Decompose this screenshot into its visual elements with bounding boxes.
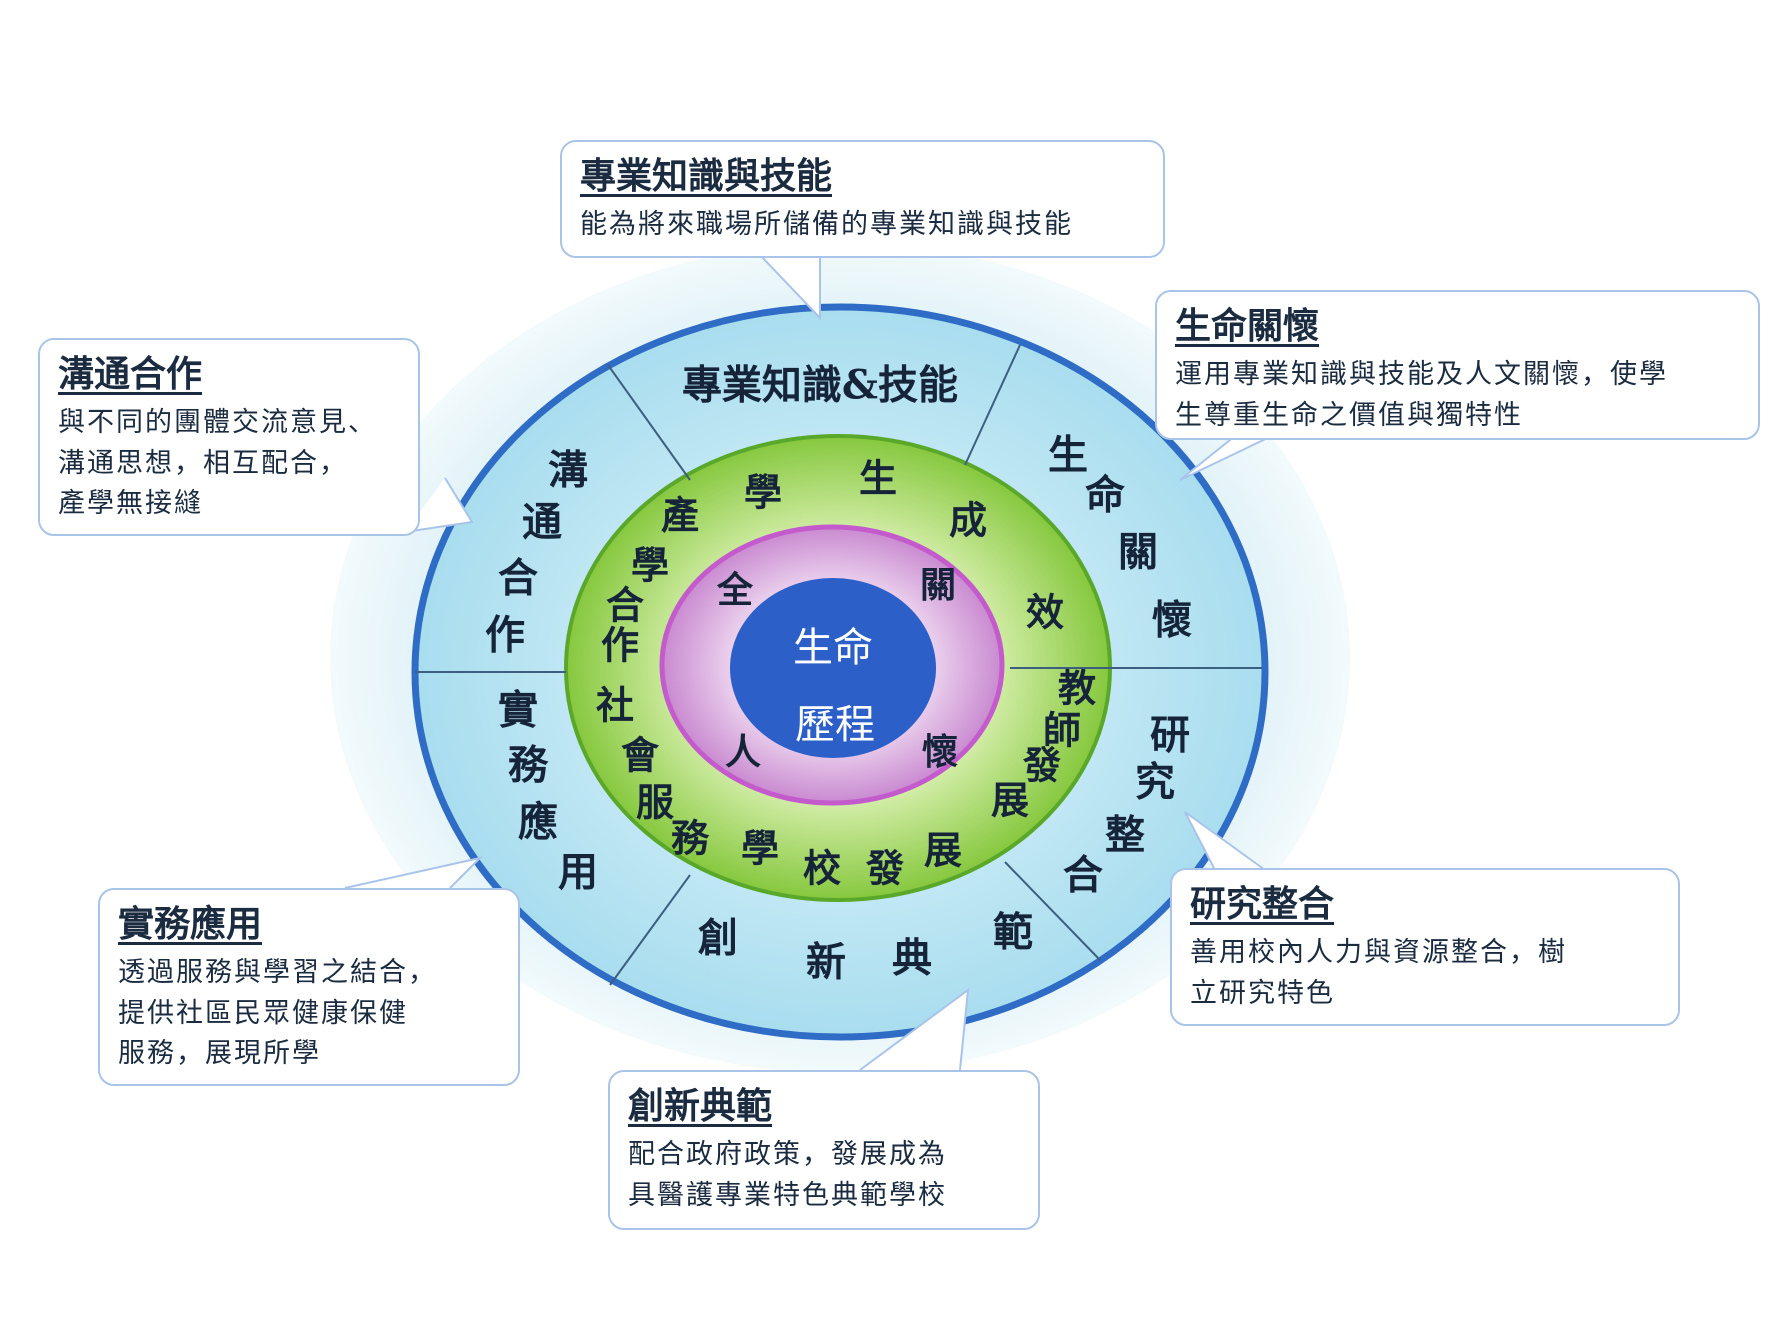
callout-pointers — [344, 254, 1281, 1071]
callout-line: 服務，展現所學 — [118, 1038, 321, 1070]
svg-text:通: 通 — [522, 499, 562, 546]
svg-text:發: 發 — [1022, 743, 1061, 788]
callout-title: 生命關懷 — [1175, 305, 1320, 347]
center-circle — [730, 578, 936, 758]
callout-communication: 溝通合作 與不同的團體交流意見、 溝通思想，相互配合， 產學無接縫 — [38, 338, 420, 536]
callout-line: 具醫護專業特色典範學校 — [628, 1179, 947, 1211]
outer-label-practice: 實 務 應 用 — [498, 687, 598, 896]
middle-ring-top-label: 學 生 成 效 — [744, 456, 1064, 635]
inner-char-huai: 懷 — [922, 731, 958, 773]
outer-label-professional: 專業知識&技能 — [682, 362, 958, 409]
svg-text:典: 典 — [892, 935, 932, 982]
callout-line: 溝通思想，相互配合， — [58, 447, 348, 479]
svg-text:合: 合 — [498, 555, 538, 602]
center-label-line1: 生命 — [793, 625, 873, 671]
svg-text:研: 研 — [1150, 712, 1190, 759]
svg-text:合: 合 — [606, 583, 644, 628]
svg-text:關: 關 — [1118, 529, 1158, 576]
outer-label-life-care: 生 命 關 懷 — [1048, 432, 1192, 644]
callout-research: 研究整合 善用校內人力與資源整合，樹 立研究特色 — [1170, 868, 1680, 1026]
callout-line: 生尊重生命之價值與獨特性 — [1175, 399, 1523, 431]
svg-text:用: 用 — [558, 849, 598, 896]
center-label-line2: 歷程 — [795, 702, 875, 748]
svg-text:務: 務 — [671, 816, 710, 861]
middle-ring-right-label: 教 師 發 展 — [991, 666, 1096, 823]
svg-text:發: 發 — [865, 846, 904, 891]
svg-text:學: 學 — [631, 543, 669, 588]
svg-text:溝: 溝 — [548, 447, 588, 494]
callout-line: 能為將來職場所儲備的專業知識與技能 — [580, 209, 1073, 241]
svg-text:作: 作 — [485, 612, 525, 659]
callout-title: 創新典範 — [628, 1085, 773, 1127]
svg-text:產: 產 — [661, 493, 699, 538]
svg-text:創: 創 — [698, 915, 738, 962]
svg-text:學: 學 — [744, 470, 782, 515]
callout-innovation: 創新典範 配合政府政策，發展成為 具醫護專業特色典範學校 — [608, 1070, 1040, 1230]
svg-text:教: 教 — [1058, 666, 1096, 711]
callout-title: 實務應用 — [118, 903, 263, 945]
svg-text:生: 生 — [1048, 432, 1088, 479]
callout-line: 配合政府政策，發展成為 — [628, 1139, 947, 1171]
svg-text:合: 合 — [1063, 852, 1103, 899]
svg-text:社: 社 — [596, 683, 634, 728]
callout-practice: 實務應用 透過服務與學習之結合， 提供社區民眾健康保健 服務，展現所學 — [98, 888, 520, 1086]
outer-label-communication: 溝 通 合 作 — [485, 447, 588, 659]
svg-text:展: 展 — [991, 778, 1029, 823]
svg-text:整: 整 — [1105, 812, 1145, 859]
svg-text:生: 生 — [859, 456, 897, 501]
svg-text:務: 務 — [508, 742, 549, 789]
outer-label-research: 研 究 整 合 — [1063, 712, 1190, 899]
callout-title: 溝通合作 — [58, 353, 203, 395]
callout-line: 與不同的團體交流意見、 — [58, 407, 377, 439]
svg-text:新: 新 — [806, 939, 846, 986]
inner-char-ren: 人 — [725, 731, 761, 773]
svg-text:效: 效 — [1026, 590, 1064, 635]
svg-text:作: 作 — [601, 623, 639, 668]
svg-text:師: 師 — [1043, 708, 1081, 753]
callout-title: 研究整合 — [1190, 883, 1335, 925]
svg-text:服: 服 — [636, 780, 674, 825]
callout-line: 運用專業知識與技能及人文關懷，使學 — [1175, 359, 1668, 391]
callout-line: 透過服務與學習之結合， — [118, 957, 437, 989]
svg-text:學: 學 — [741, 826, 779, 871]
callout-title: 專業知識與技能 — [580, 155, 833, 197]
outer-label-innovation: 創 新 典 範 — [698, 909, 1033, 986]
svg-text:校: 校 — [803, 846, 841, 891]
callout-line: 立研究特色 — [1190, 977, 1335, 1009]
svg-text:範: 範 — [993, 909, 1033, 956]
svg-text:展: 展 — [924, 828, 962, 873]
callout-line: 善用校內人力與資源整合，樹 — [1190, 937, 1567, 969]
svg-text:懷: 懷 — [1152, 597, 1192, 644]
callout-line: 產學無接縫 — [58, 488, 203, 520]
svg-text:成: 成 — [949, 498, 987, 543]
middle-ring-left-upper-label: 產 學 合 作 — [601, 493, 699, 668]
middle-ring-left-lower-label: 社 會 服 務 — [596, 683, 710, 861]
inner-char-guan: 關 — [920, 564, 956, 606]
inner-char-quan: 全 — [716, 569, 754, 611]
svg-text:實: 實 — [498, 687, 538, 734]
svg-text:究: 究 — [1135, 759, 1175, 806]
svg-text:應: 應 — [518, 799, 558, 846]
svg-text:命: 命 — [1085, 472, 1125, 519]
segment-dividers — [415, 344, 1262, 986]
callout-life-care: 生命關懷 運用專業知識與技能及人文關懷，使學 生尊重生命之價值與獨特性 — [1155, 290, 1760, 440]
callout-professional: 專業知識與技能 能為將來職場所儲備的專業知識與技能 — [560, 140, 1165, 258]
callout-line: 提供社區民眾健康保健 — [118, 997, 408, 1029]
middle-ring-bottom-label: 學 校 發 展 — [741, 826, 962, 891]
svg-text:會: 會 — [621, 733, 660, 778]
